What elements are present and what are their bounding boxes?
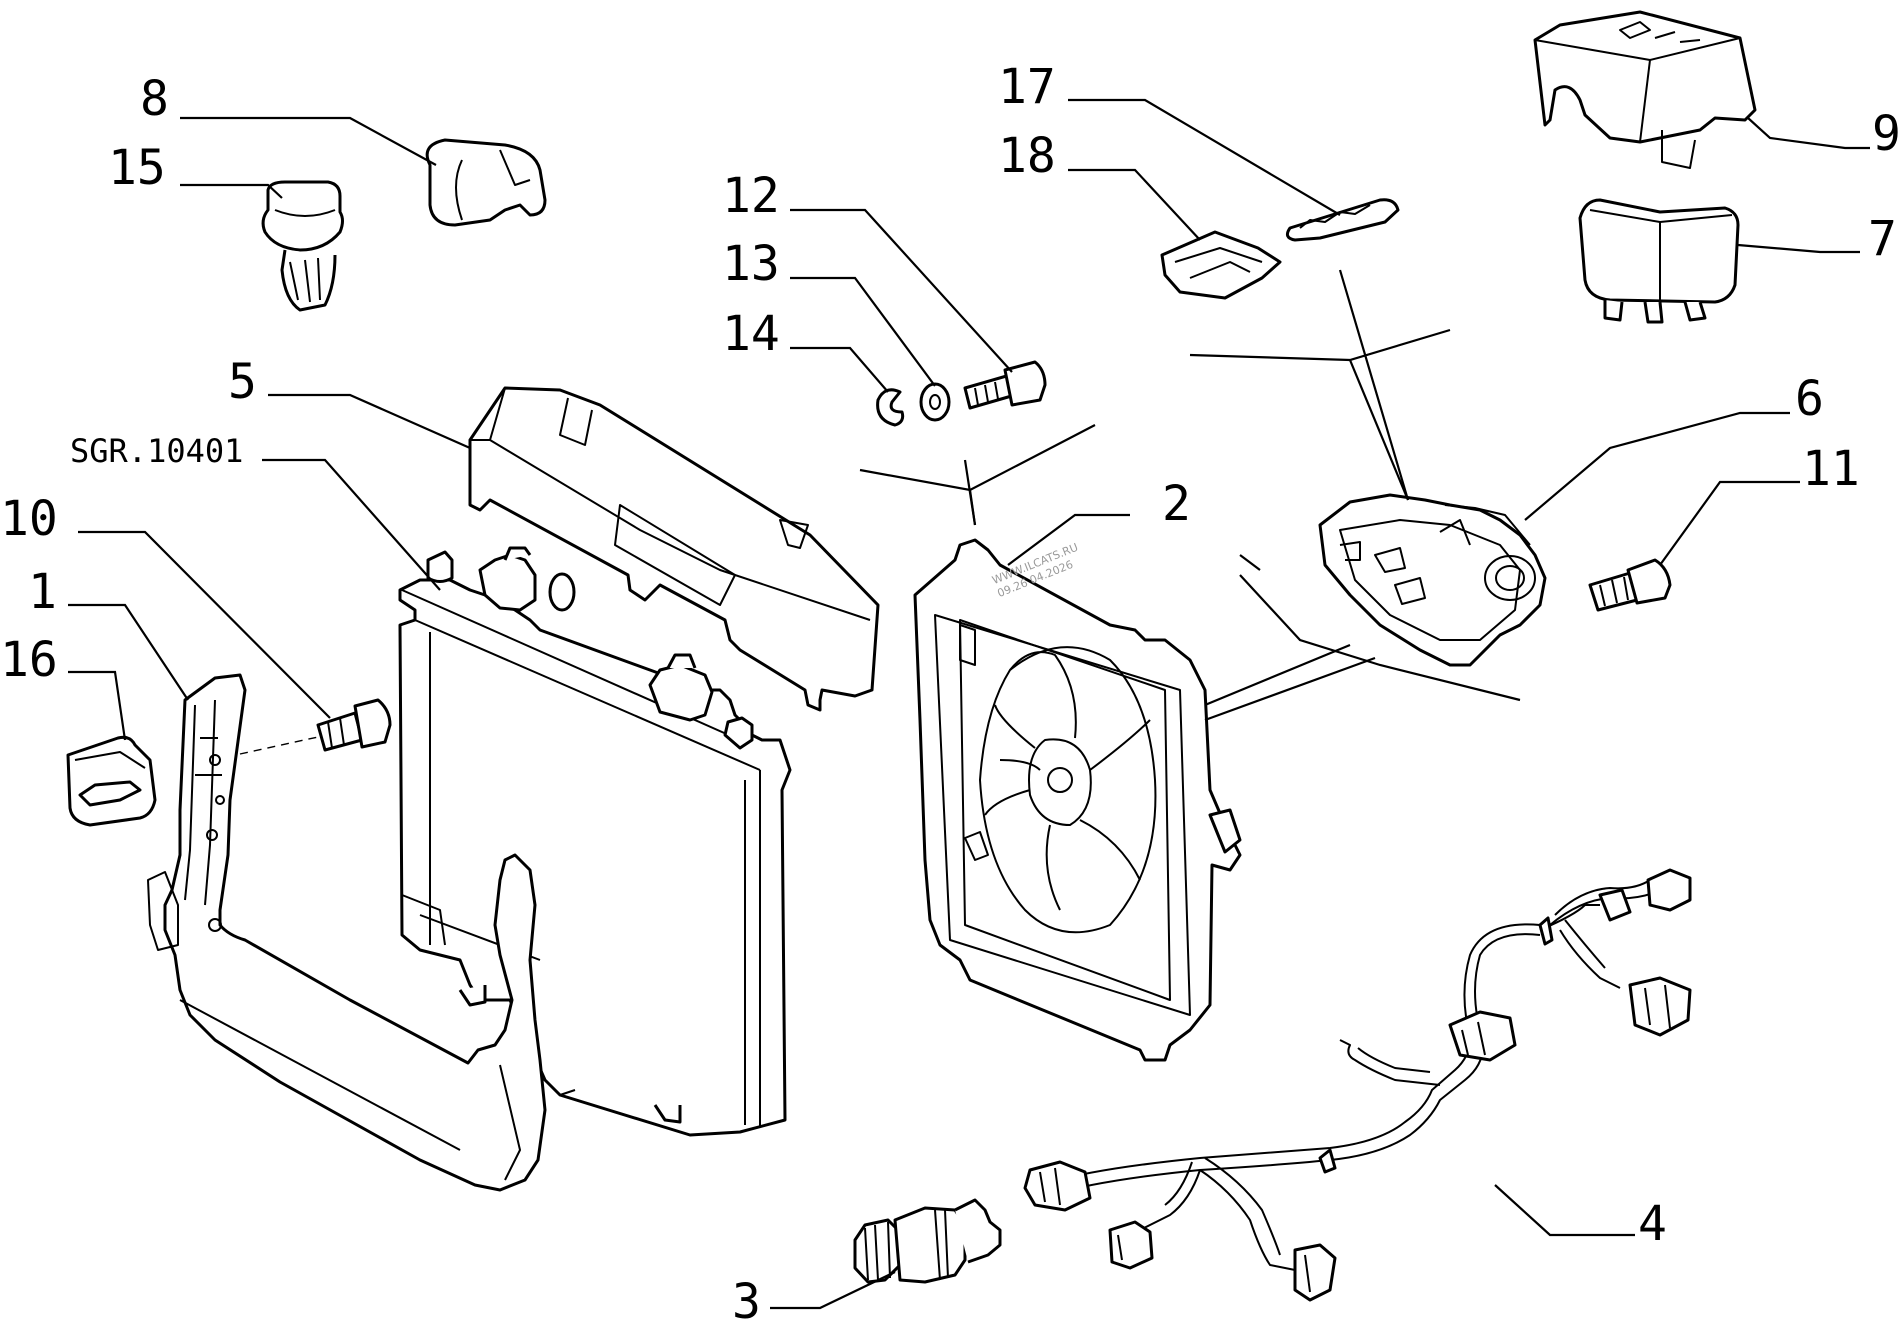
leader-13 xyxy=(790,276,936,387)
radiator xyxy=(398,546,792,1137)
callout-17: 17 xyxy=(998,59,1056,115)
leader-12 xyxy=(790,208,1013,373)
part-11-bolt xyxy=(1588,558,1672,612)
part-14-lock-washer xyxy=(876,388,905,427)
part-15-push-clip xyxy=(261,180,344,312)
callout-8: 8 xyxy=(140,71,169,127)
leader-5 xyxy=(268,393,471,450)
leader-7 xyxy=(1737,243,1860,254)
part-18-connector-housing xyxy=(1160,230,1282,300)
part-16-clip xyxy=(66,735,157,827)
leader-lines xyxy=(68,98,1870,1310)
callout-7: 7 xyxy=(1868,211,1897,267)
leader-2 xyxy=(1007,513,1130,566)
leader-15 xyxy=(180,183,283,199)
callout-1: 1 xyxy=(28,564,57,620)
callout-14: 14 xyxy=(722,306,780,362)
part-7-relay xyxy=(1578,198,1740,324)
callout-9: 9 xyxy=(1872,106,1899,162)
part-3-temperature-switch xyxy=(853,1198,1002,1284)
leader-6 xyxy=(1524,411,1790,521)
part-4-wiring-harness xyxy=(1023,868,1692,1302)
axis-line-10 xyxy=(239,736,319,755)
callout-18: 18 xyxy=(998,128,1056,184)
leader-9 xyxy=(1747,117,1870,150)
leader-1 xyxy=(68,603,189,701)
part-17-terminal xyxy=(1285,198,1400,242)
callout-2: 2 xyxy=(1162,476,1191,532)
callout-3: 3 xyxy=(732,1274,761,1323)
leader-16 xyxy=(68,670,127,741)
leader-11 xyxy=(1659,480,1800,566)
callout-6: 6 xyxy=(1795,371,1824,427)
callout-13: 13 xyxy=(722,236,780,292)
part-6-resistor xyxy=(1318,493,1547,667)
assembly-lines xyxy=(859,269,1521,722)
part-10-bolt xyxy=(316,698,392,752)
callout-4: 4 xyxy=(1638,1196,1667,1252)
leader-14 xyxy=(790,346,889,393)
leader-sgr xyxy=(262,458,441,591)
leader-10 xyxy=(78,530,331,719)
leader-17 xyxy=(1068,98,1341,216)
part-2-fan-shroud xyxy=(913,538,1242,1062)
callout-sgr: SGR.10401 xyxy=(70,432,243,470)
callout-15: 15 xyxy=(108,140,166,196)
part-1-lower-frame xyxy=(147,673,547,1192)
callout-16: 16 xyxy=(0,632,58,688)
part-8-cable-clip xyxy=(425,138,547,227)
leader-3 xyxy=(770,1271,896,1310)
callout-5: 5 xyxy=(228,354,257,410)
part-5-upper-shroud xyxy=(468,386,880,712)
part-12-bolt xyxy=(963,360,1047,410)
callout-10: 10 xyxy=(0,491,58,547)
callout-11: 11 xyxy=(1802,441,1860,497)
part-13-washer xyxy=(919,382,951,422)
part-9-relay-cover xyxy=(1533,10,1757,169)
leader-18 xyxy=(1068,168,1201,241)
callout-12: 12 xyxy=(722,168,780,224)
callout-labels: 8 15 5 SGR.10401 10 1 16 12 13 14 17 18 … xyxy=(0,59,1899,1323)
leader-4 xyxy=(1494,1184,1635,1237)
leader-8 xyxy=(180,116,437,166)
